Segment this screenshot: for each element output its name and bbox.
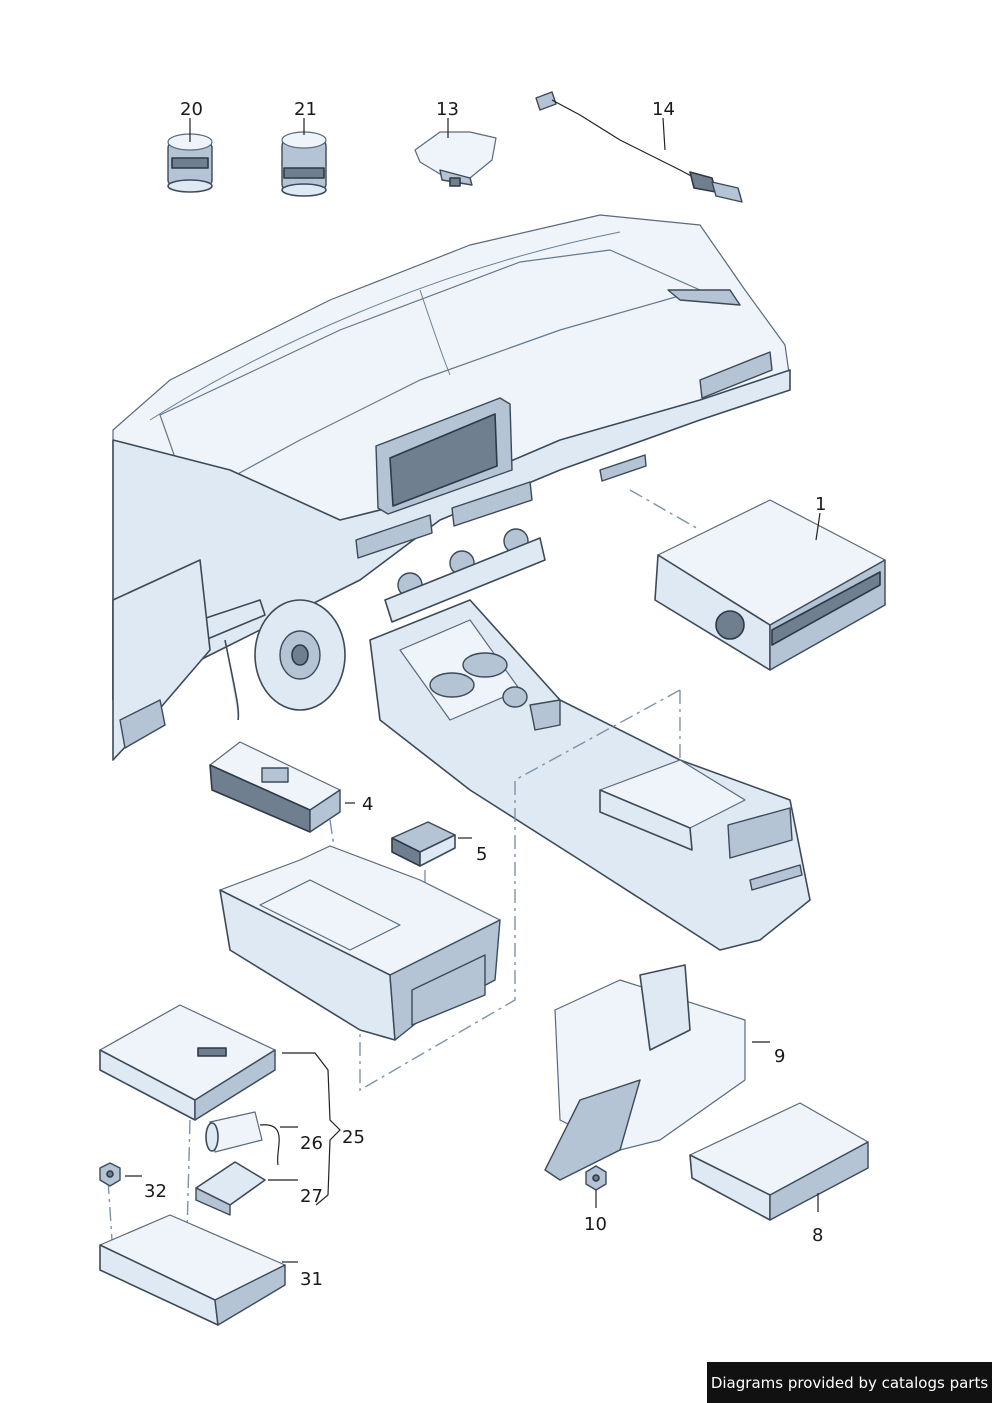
part-10-nut xyxy=(585,1165,607,1191)
callout-10: 10 xyxy=(584,1214,607,1235)
credit-badge: Diagrams provided by catalogs parts xyxy=(707,1362,992,1403)
callout-labels: 20 21 13 14 1 4 5 9 10 8 25 26 27 32 31 xyxy=(144,99,826,1290)
part-4-module xyxy=(209,741,341,833)
callout-8: 8 xyxy=(812,1225,823,1246)
part-25-control-unit xyxy=(99,1004,276,1121)
part-14-cable xyxy=(535,91,743,203)
callout-26: 26 xyxy=(300,1133,323,1154)
part-9-bracket xyxy=(544,964,746,1181)
callout-14: 14 xyxy=(652,99,675,120)
callout-20: 20 xyxy=(180,99,203,120)
callout-27: 27 xyxy=(300,1186,323,1207)
leader-lines xyxy=(125,117,821,1263)
part-5-connector xyxy=(391,821,456,867)
part-31-carrier xyxy=(99,1214,286,1326)
part-27-bracket xyxy=(195,1161,266,1216)
callout-32: 32 xyxy=(144,1181,167,1202)
part-20-switch xyxy=(167,133,213,193)
callout-13: 13 xyxy=(436,99,459,120)
dashboard-illustration xyxy=(112,214,811,951)
part-8-module xyxy=(689,1102,869,1221)
part-21-knob xyxy=(281,131,327,197)
part-32-nut xyxy=(99,1162,121,1187)
callout-31: 31 xyxy=(300,1269,323,1290)
part-26-battery xyxy=(205,1111,280,1166)
part-13-roof-antenna xyxy=(414,131,497,187)
callout-9: 9 xyxy=(774,1046,785,1067)
callout-5: 5 xyxy=(476,844,487,865)
callout-25: 25 xyxy=(342,1127,365,1148)
callout-4: 4 xyxy=(362,794,373,815)
callout-21: 21 xyxy=(294,99,317,120)
part-1-radio-unit xyxy=(654,499,886,671)
credit-text: Diagrams provided by catalogs parts xyxy=(710,1373,989,1392)
callout-1: 1 xyxy=(815,494,826,515)
storage-tray xyxy=(219,845,501,1041)
